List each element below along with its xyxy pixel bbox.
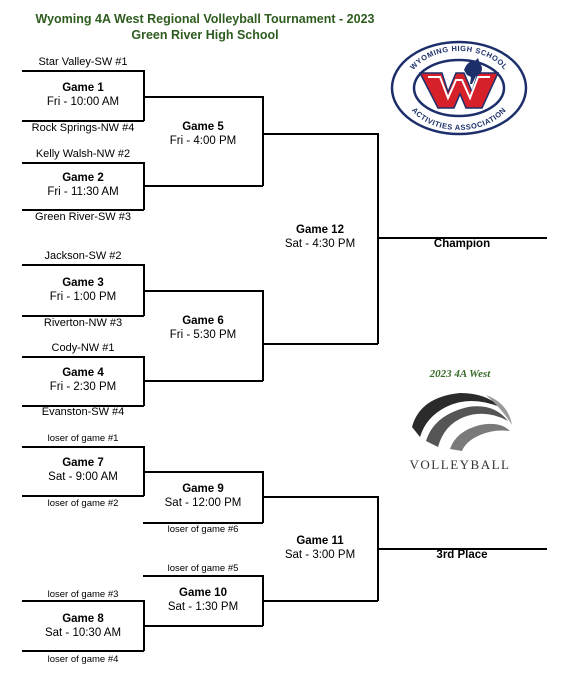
bracket-line [22, 264, 144, 266]
team-label: Evanston-SW #4 [41, 406, 125, 418]
game-11-name: Game 11 [296, 535, 344, 547]
game-2-time: Fri - 11:30 AM [47, 186, 119, 198]
bracket-line [22, 446, 144, 448]
bracket-line [262, 96, 264, 186]
game-11-time: Sat - 3:00 PM [284, 549, 356, 561]
team-label: Jackson-SW #2 [44, 250, 122, 262]
game-5-time: Fri - 4:00 PM [169, 135, 237, 147]
bracket-line [262, 496, 378, 498]
game-10-name: Game 10 [179, 587, 227, 599]
game-12-time: Sat - 4:30 PM [284, 238, 356, 250]
loser-label: loser of game #6 [167, 524, 239, 535]
bracket-line [22, 162, 144, 164]
bracket-line [143, 522, 263, 524]
game-6-time: Fri - 5:30 PM [169, 329, 237, 341]
bracket-line [143, 575, 263, 577]
bracket-line [22, 495, 144, 497]
champion-label: Champion [433, 238, 491, 250]
game-4-name: Game 4 [62, 367, 104, 379]
team-label: Riverton-NW #3 [43, 317, 123, 329]
team-label: Rock Springs-NW #4 [31, 122, 135, 134]
team-label: Star Valley-SW #1 [38, 56, 128, 68]
loser-label: loser of game #1 [47, 433, 119, 444]
team-label: Cody-NW #1 [51, 342, 115, 354]
third-place-line [377, 548, 547, 550]
volleyball-icon [408, 391, 512, 451]
bracket-line [22, 70, 144, 72]
loser-label: loser of game #2 [47, 498, 119, 509]
bracket-line [143, 625, 263, 627]
game-9-name: Game 9 [182, 483, 224, 495]
team-label: Green River-SW #3 [35, 211, 131, 223]
game-3-time: Fri - 1:00 PM [49, 291, 117, 303]
bracket-line [143, 290, 263, 292]
game-7-time: Sat - 9:00 AM [48, 471, 118, 483]
game-3-name: Game 3 [62, 277, 104, 289]
bracket-line [22, 405, 144, 407]
loser-label: loser of game #3 [47, 589, 119, 600]
bracket-line [143, 471, 263, 473]
game-1-time: Fri - 10:00 AM [46, 96, 120, 108]
bracket-line [22, 315, 144, 317]
bracket-line [143, 380, 263, 382]
bracket-line [22, 600, 144, 602]
bracket-line [143, 70, 145, 121]
game-9-time: Sat - 12:00 PM [164, 497, 242, 509]
bracket-line [262, 133, 378, 135]
game-7-name: Game 7 [62, 457, 104, 469]
game-4-time: Fri - 2:30 PM [49, 381, 117, 393]
volleyball-caption: 2023 4A West [429, 368, 491, 380]
bracket-line [262, 290, 264, 381]
volleyball-word: VOLLEYBALL [409, 457, 511, 472]
bracket-line [22, 356, 144, 358]
bracket-line [262, 343, 378, 345]
bracket-line [262, 600, 378, 602]
volleyball-logo: 2023 4A West VOLLEYBALL [390, 365, 530, 475]
loser-label: loser of game #4 [47, 654, 119, 665]
bracket-line [22, 120, 144, 122]
bracket-line [22, 209, 144, 211]
game-8-name: Game 8 [62, 613, 104, 625]
bracket-line [22, 650, 144, 652]
game-6-name: Game 6 [182, 315, 224, 327]
tournament-title: Wyoming 4A West Regional Volleyball Tour… [35, 12, 375, 26]
loser-label: loser of game #5 [167, 563, 239, 574]
game-2-name: Game 2 [62, 172, 104, 184]
game-5-name: Game 5 [182, 121, 224, 133]
whsaa-logo: WYOMING HIGH SCHOOL ACTIVITIES ASSOCIATI… [390, 40, 528, 136]
game-10-time: Sat - 1:30 PM [167, 601, 239, 613]
venue-title: Green River High School [131, 28, 279, 42]
team-label: Kelly Walsh-NW #2 [35, 148, 131, 160]
game-1-name: Game 1 [62, 82, 104, 94]
bracket-line [143, 96, 263, 98]
game-12-name: Game 12 [296, 224, 344, 236]
game-8-time: Sat - 10:30 AM [44, 627, 122, 639]
bracket-line [143, 185, 263, 187]
champion-line [377, 237, 547, 239]
third-place-label: 3rd Place [436, 549, 488, 561]
